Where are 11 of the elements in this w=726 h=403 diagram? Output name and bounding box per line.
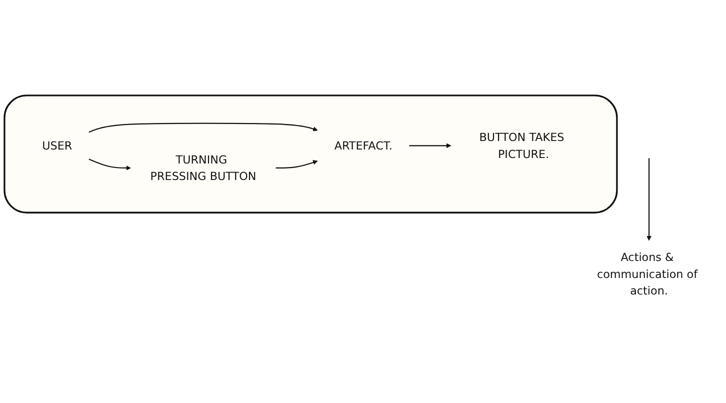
arrow <box>409 143 452 148</box>
node-text: TURNING PRESSING BUTTON <box>150 152 256 184</box>
arrow <box>88 122 318 133</box>
arrow <box>276 160 318 169</box>
node-text: USER <box>42 139 72 152</box>
arrow <box>88 158 131 170</box>
node-text: ARTEFACT. <box>334 139 392 152</box>
node-text: BUTTON TAKES PICTURE. <box>479 130 564 161</box>
cluster <box>4 94 618 214</box>
arrow <box>646 158 652 241</box>
node-text: Actions & communication of action. <box>596 250 698 298</box>
